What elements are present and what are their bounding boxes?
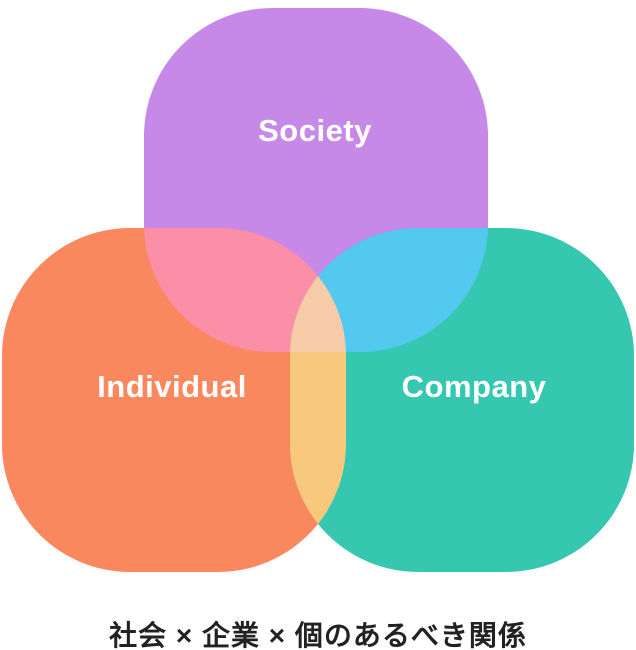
overlap-society-company	[290, 228, 488, 352]
company-label: Company	[401, 369, 547, 404]
individual-label: Individual	[97, 369, 247, 404]
diagram-caption: 社会 × 企業 × 個のあるべき関係	[109, 620, 527, 650]
society-label: Society	[258, 113, 372, 148]
overlap-society-individual	[144, 228, 346, 352]
